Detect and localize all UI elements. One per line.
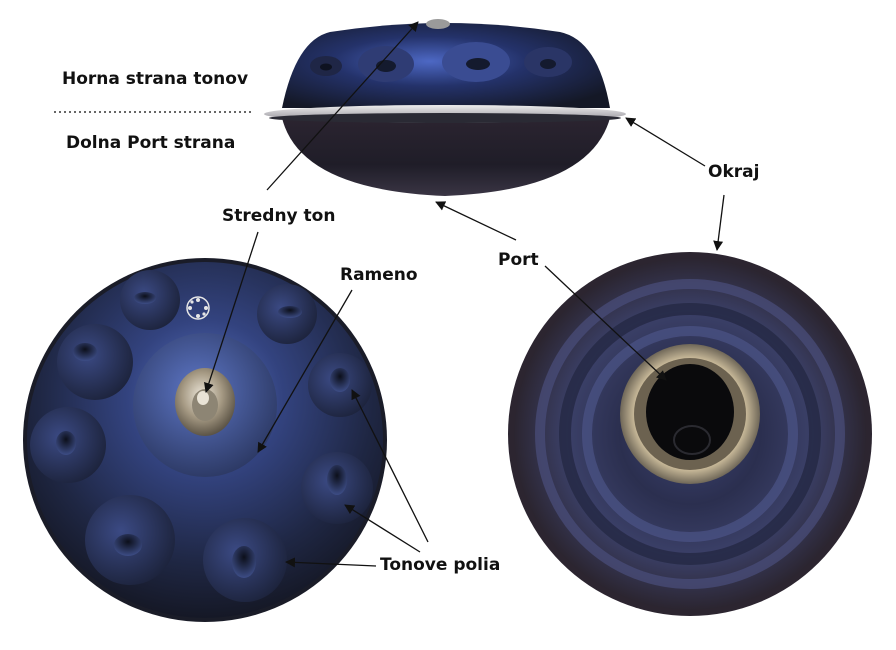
- arrow-tone-field-3: [351, 389, 429, 543]
- arrow-shoulder: [257, 289, 353, 453]
- arrow-tone-field-1: [285, 557, 377, 568]
- side-view-tone-dimple: [466, 58, 490, 70]
- tone-dimple: [134, 292, 156, 304]
- arrow-port-side: [435, 201, 517, 241]
- tone-dimple: [278, 306, 302, 318]
- label-top-side: Horna strana tonov: [62, 69, 249, 89]
- handpan-side-view: [264, 19, 626, 196]
- arrow-port-bottom: [544, 265, 667, 381]
- tone-dimple: [114, 534, 142, 556]
- port-inner-reflection: [673, 425, 711, 455]
- label-port: Port: [498, 250, 539, 270]
- bottom-view-ring: [582, 326, 798, 542]
- tone-dimple: [232, 546, 256, 578]
- handpan-top-view: [23, 258, 387, 622]
- side-view-tone-dimple: [320, 63, 332, 71]
- bottom-view-ring: [535, 279, 845, 589]
- tone-field: [57, 324, 133, 400]
- tone-dimple: [56, 431, 76, 455]
- side-view-tone-dimple: [540, 59, 556, 69]
- tone-dimple: [73, 343, 97, 361]
- tone-dimple: [330, 368, 350, 392]
- center-ding-highlight: [197, 391, 209, 405]
- tone-dimple: [327, 465, 347, 495]
- arrow-tone-field-2: [344, 504, 421, 553]
- side-view-bottom-shell: [282, 118, 610, 196]
- arrow-rim-bottom: [713, 194, 725, 251]
- arrow-center-tone-up: [266, 21, 419, 191]
- arrow-rim-side: [625, 117, 706, 167]
- label-center-tone: Stredny ton: [222, 206, 336, 226]
- bottom-view-ring: [559, 303, 821, 565]
- handpan-bottom-view: [508, 252, 872, 616]
- label-bottom-side: Dolna Port strana: [66, 133, 236, 153]
- port-hole: [646, 364, 734, 460]
- side-view-ding: [426, 19, 450, 29]
- annotation-arrows: [204, 21, 725, 568]
- arrow-center-tone-down: [204, 231, 259, 393]
- maker-logo-icon: [186, 296, 210, 320]
- side-view-rim-shadow: [269, 113, 621, 123]
- label-rim: Okraj: [708, 162, 760, 182]
- label-shoulder: Rameno: [340, 265, 418, 285]
- label-tone-fields: Tonove polia: [380, 555, 501, 575]
